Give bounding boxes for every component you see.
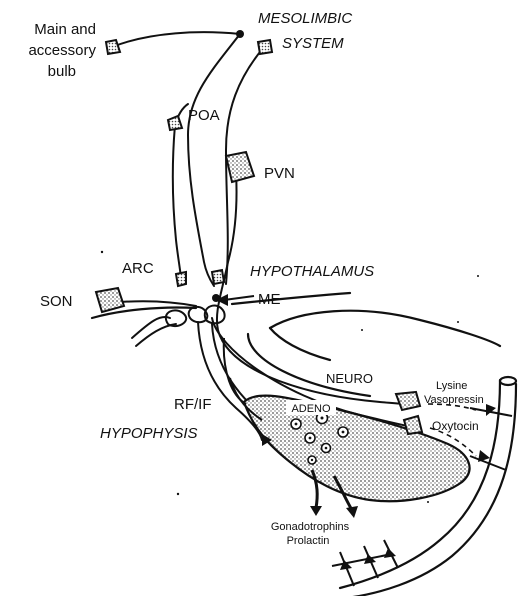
arrowhead [478, 450, 490, 462]
adeno-label: ADENO [291, 403, 331, 415]
stalk-line-left-2 [136, 324, 176, 346]
pvn-neuron-icon [226, 152, 254, 182]
oxytocin-label: Oxytocin [432, 419, 479, 433]
gonadotrophins-label: Gonadotrophins [271, 521, 350, 533]
pvn-neuro-fiber [217, 172, 408, 404]
release-arrowheads [310, 506, 358, 518]
arrowhead [310, 506, 322, 516]
adeno-label-box: ADENO [286, 400, 336, 415]
adenohypophysis-body [244, 396, 470, 502]
main-bulb-label-2: accessory [28, 42, 96, 59]
me-label: ME [258, 291, 281, 308]
lysine-label: Lysine [436, 380, 467, 392]
poa-label: POA [188, 107, 220, 124]
prolactin-label: Prolactin [287, 535, 330, 547]
ventricle-outline-top [270, 311, 500, 346]
main-bulb-label-1: Main and [34, 21, 96, 38]
arc-neuron-icon-2 [212, 270, 224, 284]
bulb-to-mesolimbic-fiber [112, 32, 240, 47]
son-neuron-icon [96, 288, 124, 312]
arc-label: ARC [122, 260, 154, 277]
mesolimbic-label-1: MESOLIMBIC [258, 10, 352, 27]
son-fiber [120, 301, 196, 306]
arrowhead [384, 548, 396, 558]
mesolimbic-label-2: SYSTEM [282, 35, 344, 52]
main-bulb-label-3: bulb [48, 63, 76, 80]
rf-if-label: RF/IF [174, 396, 212, 413]
poa-descending-fiber [173, 125, 181, 278]
main-bulb-neuron-icon [106, 40, 120, 54]
arrowhead [486, 404, 496, 416]
vessel-opening [500, 377, 516, 385]
stalk-outline-right [248, 334, 370, 396]
vasopressin-terminal-icon [396, 392, 420, 410]
neuro-label: NEURO [326, 371, 373, 386]
neuron-somata [96, 40, 422, 434]
vasopressin-label: Vasopressin [424, 394, 484, 406]
mesolimbic-neuron-icon [258, 40, 272, 54]
pvn-label: PVN [264, 165, 295, 182]
hypothalamus-label: HYPOTHALAMUS [250, 263, 374, 280]
arrowhead [346, 506, 358, 518]
ventricle-outline-curve [270, 328, 330, 360]
poa-neuron-icon [168, 116, 182, 130]
hypophysis-label: HYPOPHYSIS [100, 425, 198, 442]
floor-line-right [232, 293, 350, 304]
arc-neuron-icon [176, 272, 186, 286]
son-label: SON [40, 293, 73, 310]
oxytocin-terminal-icon [404, 416, 422, 434]
mesolimbic-terminal-dot [236, 30, 244, 38]
